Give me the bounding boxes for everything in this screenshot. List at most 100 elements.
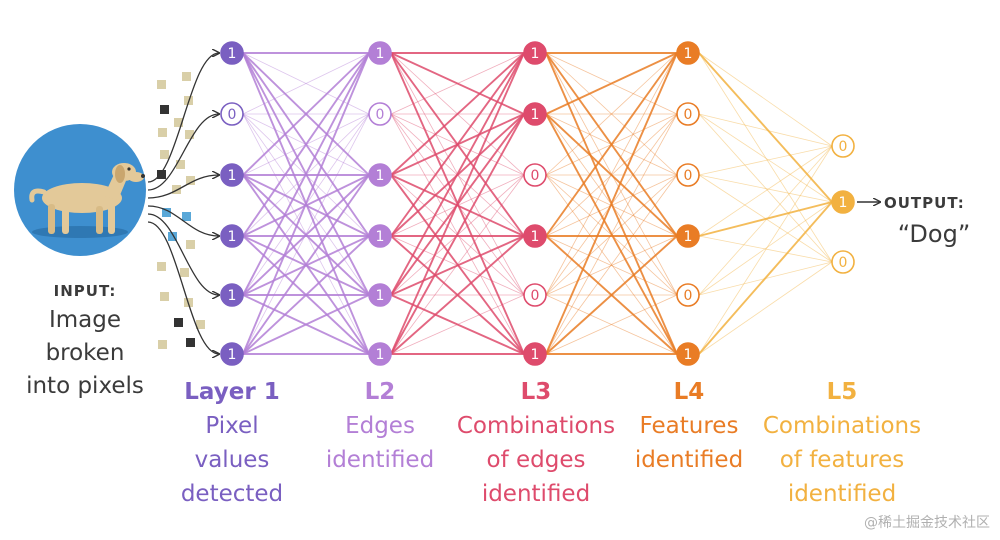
- neuron-node: 1: [220, 41, 244, 65]
- layer-5-desc-line-1: Combinations: [762, 413, 922, 439]
- layer-3-desc-line-3: identified: [481, 481, 591, 507]
- neuron-value: 0: [531, 288, 540, 304]
- pixel-square: [182, 212, 191, 221]
- neuron-node: 1: [220, 283, 244, 307]
- neuron-node: 1: [831, 190, 855, 214]
- pixel-square: [157, 170, 166, 179]
- neuron-value: 1: [228, 229, 237, 245]
- pixel-square: [182, 72, 191, 81]
- input-arrow: [147, 175, 219, 199]
- connection-line: [545, 294, 678, 355]
- neuron-node: 1: [523, 102, 547, 126]
- output-value: “Dog”: [897, 220, 971, 248]
- connection-line: [698, 145, 833, 237]
- neuron-node: 1: [220, 224, 244, 248]
- neuron-node: 0: [368, 102, 392, 126]
- connection-line: [545, 52, 678, 296]
- neuron-node: 0: [220, 102, 244, 126]
- connection-line: [390, 235, 525, 296]
- neuron-value: 1: [531, 229, 540, 245]
- connection-line: [698, 201, 833, 237]
- neuron-value: 1: [376, 288, 385, 304]
- pixel-square: [180, 268, 189, 277]
- connection-line: [698, 261, 833, 355]
- connection-line: [390, 113, 525, 355]
- neuron-node: 1: [676, 224, 700, 248]
- connection-line: [698, 113, 833, 147]
- neuron-value: 0: [684, 288, 693, 304]
- connection-line: [545, 235, 678, 296]
- pixel-square: [186, 338, 195, 347]
- connection-line: [545, 113, 678, 237]
- layer-1-desc-line-3: detected: [180, 481, 284, 507]
- neuron-value: 1: [376, 347, 385, 363]
- neuron-node: 0: [676, 283, 700, 307]
- neuron-node: 0: [676, 163, 700, 187]
- neuron-value: 1: [684, 347, 693, 363]
- layer-4-label: L4 Features identified: [624, 375, 754, 477]
- neuron-value: 1: [376, 229, 385, 245]
- pixel-square: [174, 318, 183, 327]
- layer-2-desc-line-1: Edges: [345, 413, 415, 439]
- neuron-value: 1: [228, 288, 237, 304]
- neuron-value: 1: [684, 229, 693, 245]
- connection-line: [698, 113, 833, 263]
- layer-3-desc-line-1: Combinations: [456, 413, 616, 439]
- neuron-value: 0: [684, 168, 693, 184]
- connection-line: [390, 174, 525, 355]
- input-arrows-group: [147, 53, 219, 354]
- neuron-node: 1: [368, 283, 392, 307]
- connection-line: [698, 174, 833, 203]
- neuron-node: 1: [676, 342, 700, 366]
- neuron-node: 1: [368, 41, 392, 65]
- neuron-value: 1: [839, 195, 848, 211]
- connection-line: [242, 294, 370, 355]
- layer-5-desc-line-3: identified: [787, 481, 897, 507]
- neuron-node: 1: [368, 163, 392, 187]
- pixel-square: [196, 320, 205, 329]
- connections-group: [242, 52, 833, 355]
- connection-line: [698, 201, 833, 296]
- input-desc-line-3: into pixels: [26, 373, 144, 399]
- connection-line: [698, 235, 833, 263]
- connection-line: [390, 52, 525, 296]
- neuron-value: 1: [376, 46, 385, 62]
- pixel-squares-group: [157, 72, 205, 349]
- neuron-node: 1: [676, 41, 700, 65]
- input-arrow: [147, 114, 219, 191]
- pixel-square: [160, 105, 169, 114]
- neuron-node: 0: [831, 250, 855, 274]
- connection-line: [242, 235, 370, 355]
- layer-4-desc-line-2: identified: [634, 447, 744, 473]
- neuron-value: 1: [228, 168, 237, 184]
- layer-2-title: L2: [364, 379, 396, 405]
- neuron-value: 0: [839, 255, 848, 271]
- output-caption: OUTPUT:: [884, 194, 965, 212]
- neuron-value: 0: [531, 168, 540, 184]
- connection-line: [242, 52, 370, 296]
- connection-line: [698, 113, 833, 203]
- watermark-text: @稀土掘金技术社区: [864, 515, 990, 531]
- input-caption: INPUT:: [53, 282, 117, 300]
- pixel-square: [157, 80, 166, 89]
- neuron-value: 1: [228, 347, 237, 363]
- layer-1-desc-line-2: values: [194, 447, 270, 473]
- pixel-square: [158, 340, 167, 349]
- neuron-node: 0: [676, 102, 700, 126]
- connection-line: [242, 113, 370, 355]
- layer-5-label: L5 Combinations of features identified: [752, 375, 932, 511]
- pixel-square: [172, 185, 181, 194]
- layer-2-label: L2 Edges identified: [310, 375, 450, 477]
- neuron-node: 0: [523, 283, 547, 307]
- neuron-node: 0: [523, 163, 547, 187]
- pixel-square: [186, 176, 195, 185]
- connection-line: [390, 52, 525, 237]
- connection-line: [545, 52, 678, 176]
- neuron-value: 1: [684, 46, 693, 62]
- connection-line: [545, 174, 678, 296]
- neuron-value: 0: [839, 139, 848, 155]
- layer-4-title: L4: [673, 379, 705, 405]
- connection-line: [390, 52, 525, 115]
- neuron-value: 1: [376, 168, 385, 184]
